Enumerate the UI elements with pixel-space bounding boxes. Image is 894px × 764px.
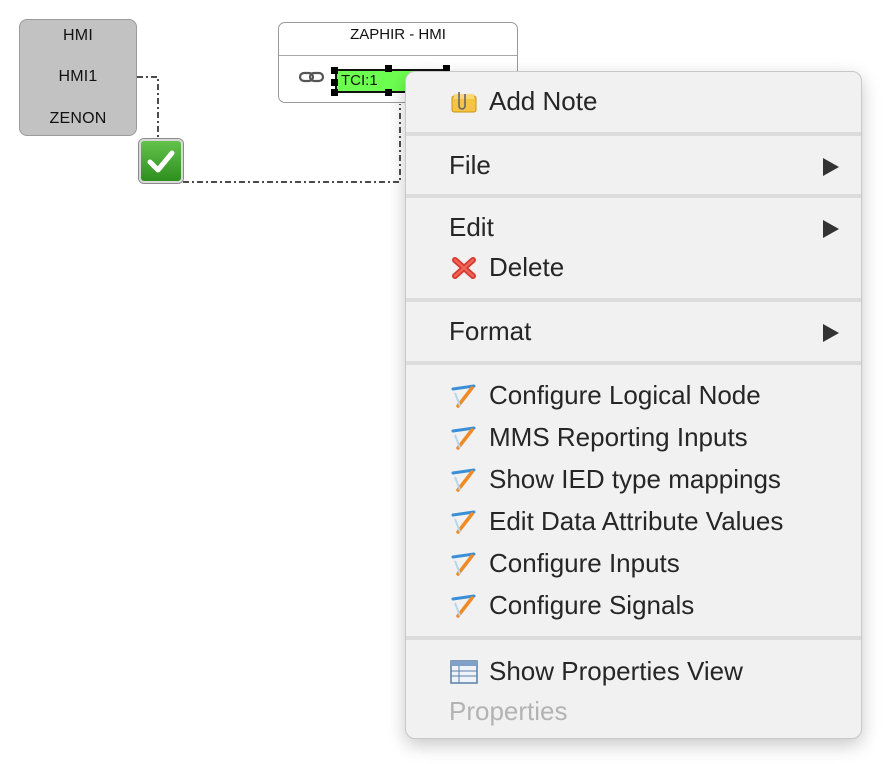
menu-item-format[interactable]: Format xyxy=(406,311,861,351)
hmi-node-vendor: ZENON xyxy=(49,110,107,127)
wand-icon xyxy=(451,594,476,618)
menu-item-file[interactable]: File xyxy=(406,145,861,185)
menu-item-delete[interactable]: Delete xyxy=(406,247,861,287)
menu-item-show-properties-view[interactable]: Show Properties View xyxy=(406,651,861,691)
wand-icon xyxy=(451,510,476,534)
menu-item-label: Show Properties View xyxy=(489,656,743,686)
wand-icon xyxy=(451,426,476,450)
menu-item-label: File xyxy=(449,150,491,180)
menu-item-label: Format xyxy=(449,316,532,346)
wand-icon xyxy=(451,384,476,408)
wand-icon xyxy=(451,468,476,492)
menu-item-label: Properties xyxy=(449,696,568,726)
menu-item-configure-inputs[interactable]: Configure Inputs xyxy=(406,543,861,583)
link-icon xyxy=(299,71,325,83)
wand-icon xyxy=(451,552,476,576)
menu-item-edit[interactable]: Edit xyxy=(406,207,861,247)
menu-item-mms-reporting-inputs[interactable]: MMS Reporting Inputs xyxy=(406,417,861,457)
selection-handle[interactable] xyxy=(385,89,392,96)
menu-item-edit-data-attribute-values[interactable]: Edit Data Attribute Values xyxy=(406,501,861,541)
menu-separator xyxy=(406,636,861,640)
selection-handle[interactable] xyxy=(331,79,338,86)
menu-item-label: Add Note xyxy=(489,86,598,116)
hmi-node[interactable]: HMI HMI1 ZENON xyxy=(19,19,137,136)
menu-separator xyxy=(406,194,861,198)
menu-item-properties: Properties xyxy=(406,691,861,731)
context-menu: Add Note File Edit Delete Format Configu… xyxy=(405,71,862,739)
delete-icon xyxy=(452,257,476,279)
submenu-arrow-icon xyxy=(823,324,839,342)
menu-separator xyxy=(406,298,861,302)
menu-item-label: Edit xyxy=(449,212,494,242)
menu-item-label: Edit Data Attribute Values xyxy=(489,506,784,536)
check-icon[interactable] xyxy=(139,139,183,183)
menu-item-configure-signals[interactable]: Configure Signals xyxy=(406,585,861,625)
menu-item-show-ied-type-mappings[interactable]: Show IED type mappings xyxy=(406,459,861,499)
selection-handle[interactable] xyxy=(385,65,392,72)
menu-separator xyxy=(406,132,861,136)
note-icon xyxy=(451,92,477,113)
menu-item-label: Configure Inputs xyxy=(489,548,680,578)
menu-item-label: Delete xyxy=(489,252,565,282)
submenu-arrow-icon xyxy=(823,158,839,176)
selection-handle[interactable] xyxy=(443,65,450,72)
selection-handle[interactable] xyxy=(331,89,338,96)
submenu-arrow-icon xyxy=(823,220,839,238)
hmi-node-name: HMI1 xyxy=(58,68,98,85)
menu-separator xyxy=(406,361,861,365)
selection-handle[interactable] xyxy=(331,67,338,74)
zaphir-node-title: ZAPHIR - HMI xyxy=(279,23,517,56)
menu-item-add-note[interactable]: Add Note xyxy=(406,81,861,121)
menu-item-label: MMS Reporting Inputs xyxy=(489,422,748,452)
menu-item-configure-logical-node[interactable]: Configure Logical Node xyxy=(406,375,861,415)
hmi-node-type: HMI xyxy=(63,27,93,44)
properties-table-icon xyxy=(450,660,478,684)
menu-item-label: Configure Logical Node xyxy=(489,380,761,410)
menu-item-label: Show IED type mappings xyxy=(489,464,781,494)
menu-item-label: Configure Signals xyxy=(489,590,695,620)
